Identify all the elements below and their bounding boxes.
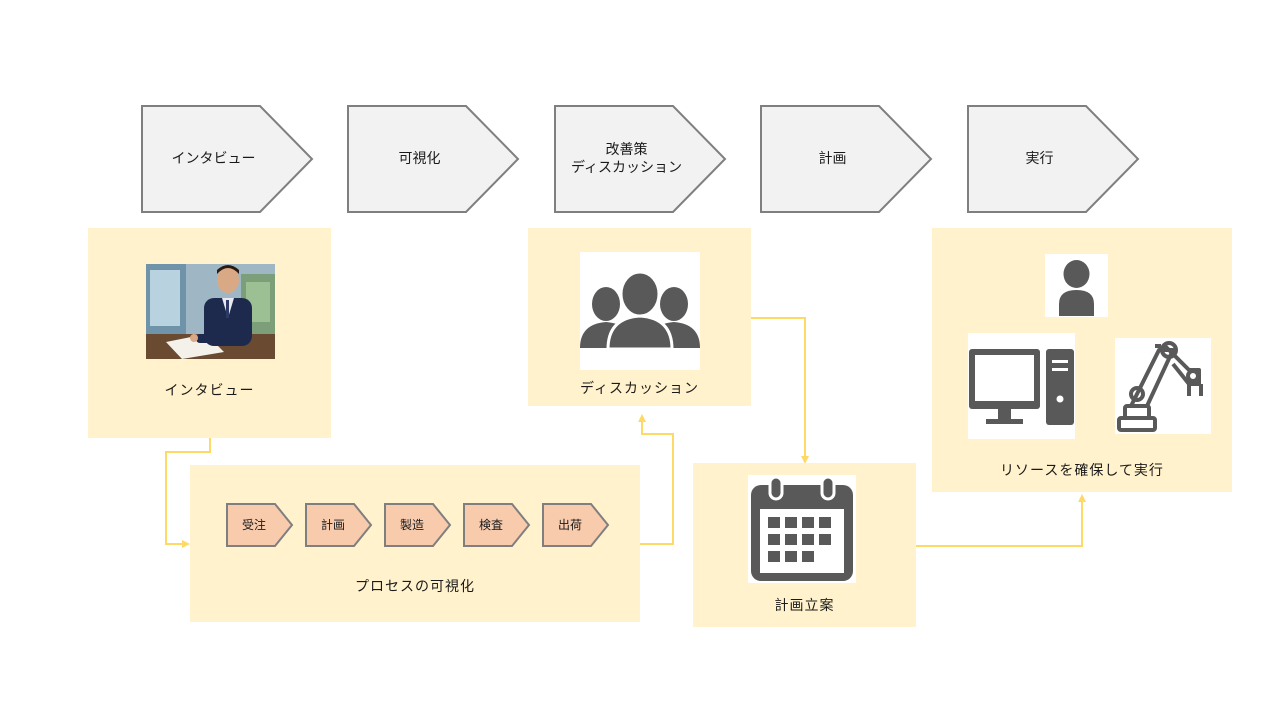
step-label: 可視化: [398, 151, 441, 167]
stage-inspection: 検査: [463, 503, 531, 547]
stage-shipping: 出荷: [542, 503, 610, 547]
calendar-icon: [748, 475, 856, 583]
arrowhead-discussion: [638, 414, 646, 422]
planning-caption: 計画立案: [774, 598, 835, 614]
connector-planning-to-execution: [916, 500, 1083, 547]
connector-process-to-discussion: [640, 420, 674, 545]
stage-label: 製造: [399, 517, 424, 532]
step-label: インタビュー: [171, 151, 256, 167]
group-icon: [580, 252, 700, 370]
computer-icon: [968, 333, 1075, 439]
stage-label: 受注: [241, 517, 266, 532]
stage-label: 出荷: [557, 517, 582, 532]
discussion-caption: ディスカッション: [579, 381, 700, 397]
step-execution: 実行: [967, 105, 1140, 213]
step-label: 実行: [1025, 151, 1054, 167]
step-label: 改善策 ディスカッション: [570, 142, 683, 176]
interview-caption: インタビュー: [164, 383, 255, 399]
arrowhead-planning: [801, 456, 809, 464]
step-planning: 計画: [760, 105, 933, 213]
stage-plan: 計画: [305, 503, 373, 547]
interview-photo: [146, 264, 275, 359]
stage-label: 検査: [478, 517, 503, 532]
stage-order: 受注: [226, 503, 294, 547]
execution-caption: リソースを確保して実行: [1000, 463, 1164, 479]
stage-manufacture: 製造: [384, 503, 452, 547]
stage-label: 計画: [320, 517, 345, 532]
connector-discussion-to-planning: [751, 317, 806, 458]
arrowhead-process: [182, 540, 190, 548]
person-icon: [1045, 254, 1108, 317]
step-label: 計画: [818, 151, 847, 167]
step-visualization: 可視化: [347, 105, 520, 213]
process-caption: プロセスの可視化: [355, 579, 475, 595]
arrowhead-execution: [1078, 494, 1086, 502]
robot-arm-icon: [1115, 338, 1211, 434]
step-discussion: 改善策 ディスカッション: [554, 105, 727, 213]
connector-interview-to-process: [165, 438, 211, 545]
step-interview: インタビュー: [141, 105, 314, 213]
